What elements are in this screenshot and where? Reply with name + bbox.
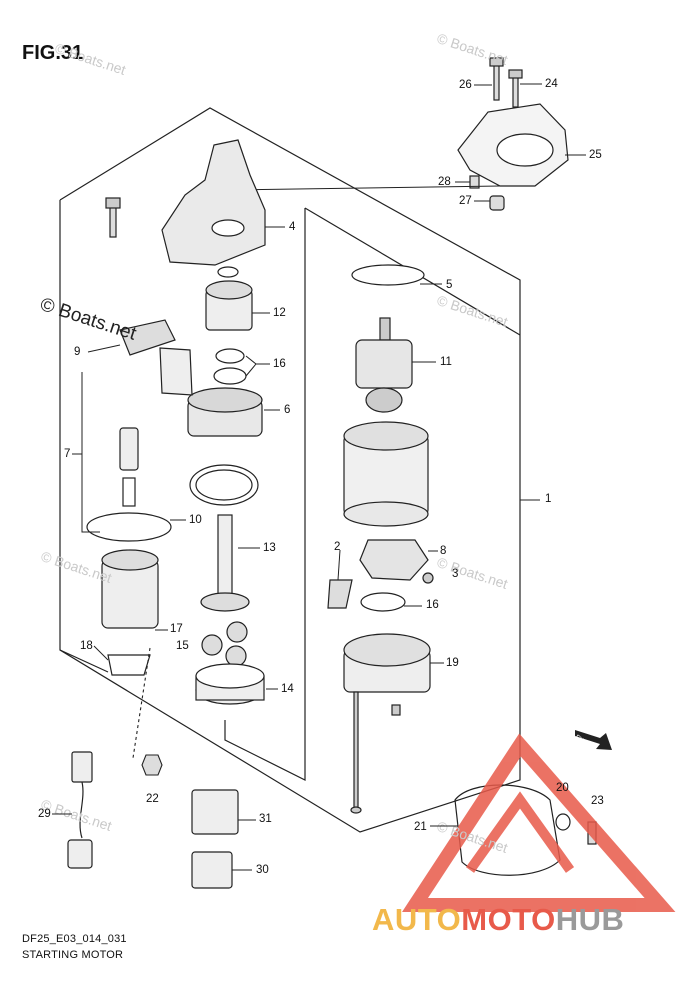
callout: 2 [334, 541, 341, 553]
callout: 1 [545, 493, 552, 505]
cable [67, 751, 93, 869]
callout: 18 [80, 640, 93, 652]
magnetic-switch [86, 319, 193, 676]
brand-hub: HUB [555, 902, 625, 937]
callout: 15 [176, 640, 189, 652]
callout: 7 [64, 448, 71, 460]
fwd-arrow [575, 730, 612, 750]
callout: 8 [440, 545, 447, 557]
brand-moto: MOTO [461, 902, 556, 937]
upper-bracket [457, 57, 569, 211]
callout: 17 [170, 623, 183, 635]
figure-name: STARTING MOTOR [22, 949, 124, 961]
callout: 16 [273, 358, 286, 370]
brush-holder [327, 539, 434, 612]
armature [351, 264, 425, 413]
callout: 25 [589, 149, 602, 161]
callout: 6 [284, 404, 291, 416]
callout: 3 [452, 568, 459, 580]
yoke [343, 421, 429, 527]
brand-logo-mark [402, 733, 676, 912]
end-frame [343, 633, 431, 814]
callout: 30 [256, 864, 269, 876]
figure-code: DF25_E03_014_031 [22, 933, 127, 945]
callout: 26 [459, 79, 472, 91]
callout: 22 [146, 793, 159, 805]
assembly-outline [59, 107, 521, 833]
callout: 13 [263, 542, 276, 554]
callout: 16 [426, 599, 439, 611]
brand-logo-text: AUTOMOTOHUB [372, 902, 624, 938]
planet-gears [195, 621, 265, 705]
callout: 10 [189, 514, 202, 526]
gear-carrier [187, 387, 263, 506]
callout: 19 [446, 657, 459, 669]
callout: 29 [38, 808, 51, 820]
brand-auto: AUTO [372, 902, 462, 937]
callout: 20 [556, 782, 569, 794]
solenoid-cover [105, 139, 266, 266]
callout: 4 [289, 221, 296, 233]
callout: 9 [74, 346, 81, 358]
callout: 11 [440, 356, 452, 368]
callout: 23 [591, 795, 604, 807]
callout: 31 [259, 813, 272, 825]
callout: 27 [459, 195, 472, 207]
callout: 12 [273, 307, 286, 319]
relays [191, 789, 239, 889]
callout: 21 [414, 821, 427, 833]
callout: 14 [281, 683, 294, 695]
figure-title: FIG.31 [22, 42, 84, 64]
callout: 28 [438, 176, 451, 188]
callout: 24 [545, 78, 558, 90]
drive-shaft [200, 514, 250, 612]
nut [132, 647, 163, 776]
callout: 5 [446, 279, 453, 291]
